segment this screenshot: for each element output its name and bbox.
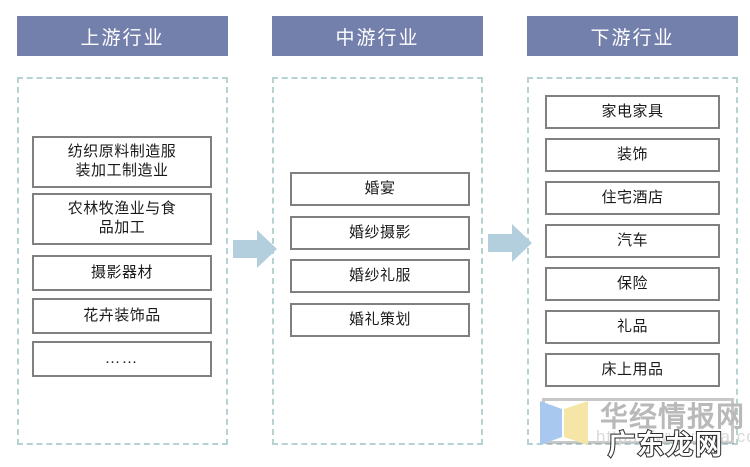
- item-line: 汽车: [616, 232, 648, 249]
- item-line: 婚宴: [364, 180, 396, 197]
- item-line: 住宅酒店: [601, 189, 664, 206]
- column-header-upstream-label: 上游行业: [80, 27, 165, 49]
- column-header-upstream: 上游行业: [17, 16, 228, 56]
- list-item: 农林牧渔业与食 品加工: [32, 193, 212, 245]
- item-line: 装加工制造业: [75, 163, 169, 179]
- column-header-midstream: 中游行业: [272, 16, 483, 56]
- column-upstream: [17, 77, 228, 445]
- item-line: 花卉装饰品: [83, 307, 161, 324]
- column-midstream: [272, 77, 483, 445]
- list-item: 装饰: [545, 138, 720, 172]
- item-line: 婚纱礼服: [348, 267, 411, 284]
- list-item: 婚宴: [290, 172, 470, 206]
- column-header-midstream-label: 中游行业: [335, 27, 420, 49]
- list-item: 家电家具: [545, 95, 720, 129]
- item-line: ……: [105, 350, 139, 367]
- list-item: 保险: [545, 267, 720, 301]
- item-line: 礼品: [616, 318, 648, 335]
- list-item: 汽车: [545, 224, 720, 258]
- item-line: 农林牧渔业与食: [67, 201, 177, 218]
- list-item: 婚纱摄影: [290, 216, 470, 250]
- arrow-right-icon: [488, 224, 532, 262]
- list-item: 床上用品: [545, 353, 720, 387]
- item-line: 纺织原料制造服: [67, 144, 177, 161]
- item-line: 装饰: [616, 146, 648, 163]
- list-item: 花卉装饰品: [32, 298, 212, 334]
- arrow-right-icon: [233, 230, 277, 268]
- item-line: 品加工: [98, 220, 146, 236]
- column-header-downstream: 下游行业: [527, 16, 738, 56]
- list-item: 婚礼策划: [290, 303, 470, 337]
- column-downstream: [527, 77, 738, 445]
- item-line: 摄影器材: [90, 264, 153, 281]
- list-item: 住宅酒店: [545, 181, 720, 215]
- item-line: 床上用品: [601, 361, 664, 378]
- item-line: 婚纱摄影: [348, 224, 411, 241]
- item-line: 婚礼策划: [348, 311, 411, 328]
- list-item: 礼品: [545, 310, 720, 344]
- list-item: 纺织原料制造服 装加工制造业: [32, 136, 212, 188]
- item-line: 家电家具: [601, 103, 664, 120]
- list-item: ……: [32, 341, 212, 377]
- list-item: 摄影器材: [32, 255, 212, 291]
- item-line: 保险: [616, 275, 648, 292]
- list-item: 婚纱礼服: [290, 259, 470, 293]
- column-header-downstream-label: 下游行业: [590, 27, 675, 49]
